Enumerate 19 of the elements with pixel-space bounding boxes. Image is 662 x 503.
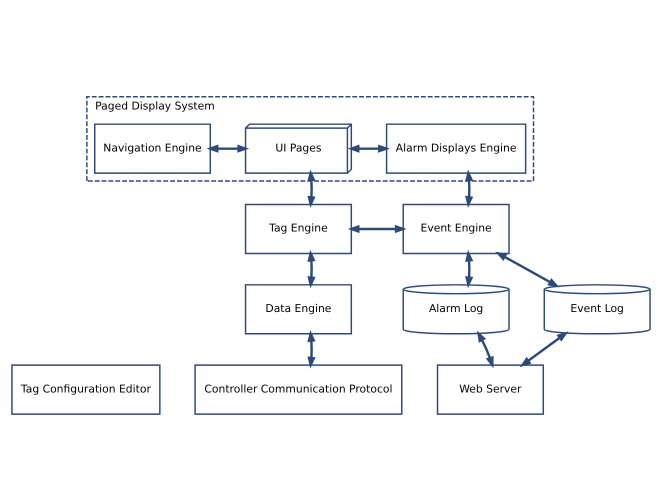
node-box: Web Server	[436, 364, 544, 415]
arrow	[206, 144, 250, 153]
arrow	[495, 252, 560, 288]
node-box: Data Engine	[244, 284, 352, 334]
arrow	[307, 169, 316, 208]
arrow	[476, 330, 494, 368]
node-box: Controller Communication Protocol	[194, 364, 402, 415]
node-box: Event Engine	[402, 204, 510, 254]
arrow	[307, 330, 316, 369]
arrow	[348, 144, 390, 153]
node-box: Alarm Displays Engine	[386, 123, 526, 174]
arrow	[307, 250, 316, 288]
arrow	[465, 169, 474, 208]
node-box: Navigation Engine	[94, 123, 212, 174]
arrow	[520, 331, 568, 368]
arrow	[465, 250, 474, 288]
node-box: Tag Engine	[244, 204, 352, 254]
arrow	[348, 224, 407, 234]
node-box: Tag Configuration Editor	[11, 364, 161, 415]
